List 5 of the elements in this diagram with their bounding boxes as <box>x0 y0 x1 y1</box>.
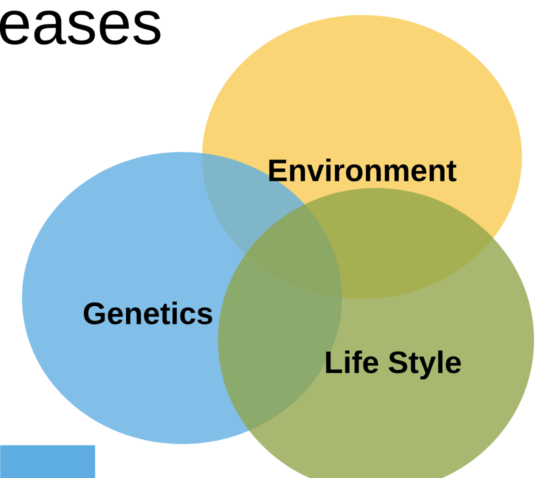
title: eases <box>0 10 160 45</box>
bar <box>0 445 96 478</box>
circle-label: Life Style <box>326 350 461 380</box>
circle-label: Environment <box>269 158 456 182</box>
circle-label: Genetics <box>84 302 212 324</box>
